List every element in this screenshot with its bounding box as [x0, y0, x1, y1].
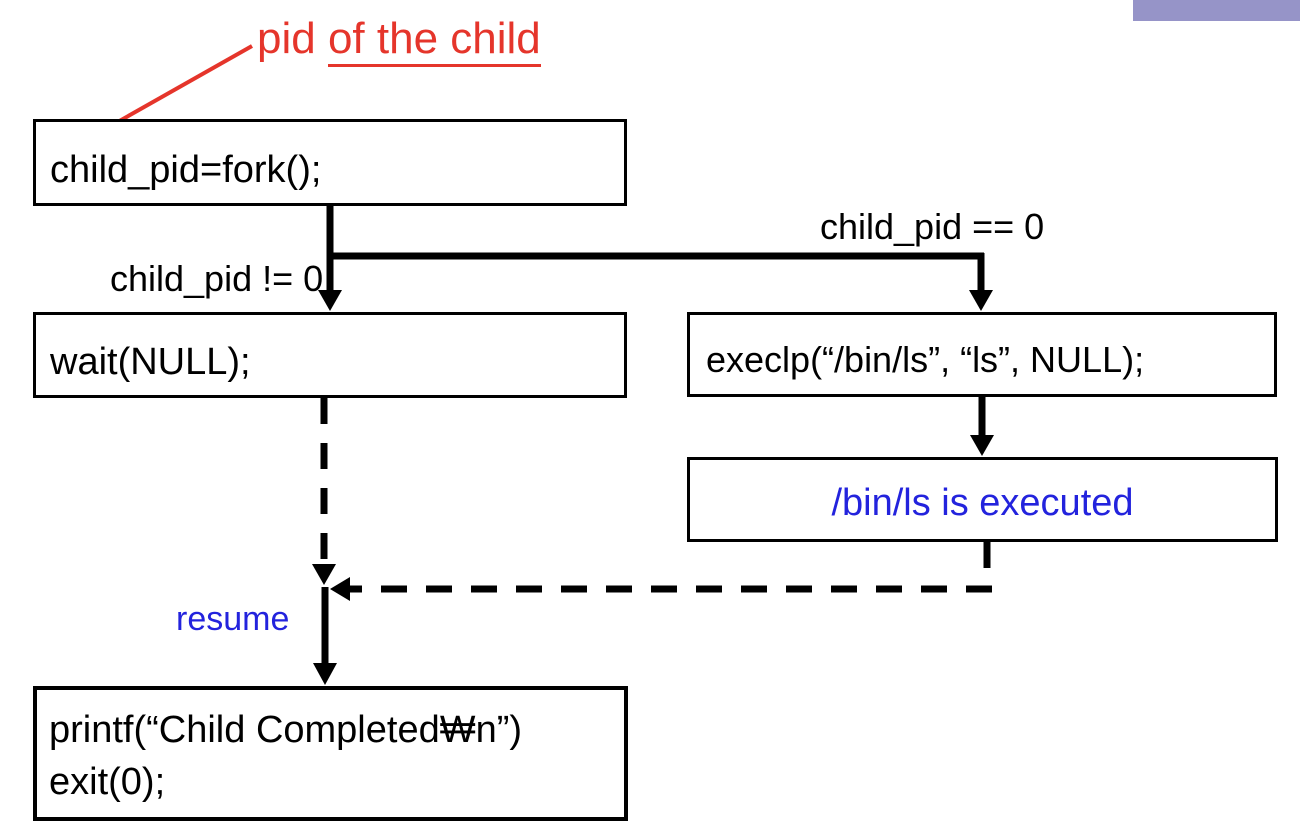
execlp-code-text: execlp(“/bin/ls”, “ls”, NULL); — [706, 338, 1145, 380]
process-box-execlp: execlp(“/bin/ls”, “ls”, NULL); — [687, 312, 1277, 397]
printf-code-line1: printf(“Child Completed₩n”) — [49, 709, 523, 751]
arrow-execlp-to-binls — [970, 397, 994, 456]
dashed-arrow-wait-to-join — [312, 398, 336, 585]
printf-code-line2: exit(0); — [49, 761, 166, 803]
annotation-underlined: of the child — [327, 14, 541, 67]
fork-code-text: child_pid=fork(); — [50, 149, 322, 191]
annotation-prefix: pid — [257, 14, 328, 63]
annotation-pid-of-child: pid of the child — [257, 14, 541, 67]
wait-code-text: wait(NULL); — [50, 340, 251, 383]
status-box-binls-executed: /bin/ls is executed — [687, 457, 1278, 542]
resume-label: resume — [176, 600, 290, 638]
dashed-arrow-child-return — [330, 577, 992, 601]
branch-label-parent: child_pid != 0 — [110, 258, 324, 299]
process-box-wait: wait(NULL); — [33, 312, 627, 398]
branch-label-child: child_pid == 0 — [820, 206, 1045, 247]
binls-status-text: /bin/ls is executed — [831, 482, 1134, 524]
slide-accent-bar — [1133, 0, 1300, 21]
arrow-resume-to-printf — [313, 587, 337, 685]
process-box-fork: child_pid=fork(); — [33, 119, 627, 206]
arrow-fork-to-execlp — [327, 252, 993, 311]
process-box-printf-exit: printf(“Child Completed₩n”) exit(0); — [33, 686, 628, 821]
